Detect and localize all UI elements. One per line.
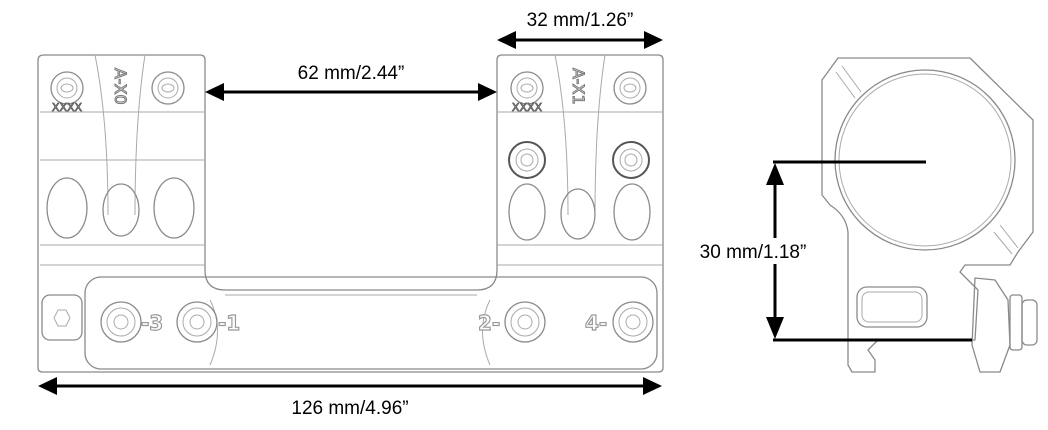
overall-length-label: 126 mm/4.96” xyxy=(291,398,408,419)
center-height-label: 30 mm/1.18” xyxy=(700,242,807,263)
ring-spacing-label: 62 mm/2.44” xyxy=(298,63,405,84)
front-ring-model: A-X0 xyxy=(111,68,130,105)
front-ring-code: XXXX xyxy=(52,101,83,114)
rear-ring-block: XXXX A-X1 xyxy=(497,54,663,266)
scope-tube-bore xyxy=(834,69,1016,251)
side-slot xyxy=(856,286,928,328)
torx-screw-icon xyxy=(100,301,142,343)
clamp-mark-1: -1 xyxy=(218,311,240,335)
clamp-plate: -3 -1 2- 4- xyxy=(41,276,658,370)
front-view: XXXX A-X0 XXXX A-X1 -3 xyxy=(37,54,664,373)
dimension-ring-width: 32 mm/1.26” xyxy=(497,10,663,49)
dimension-center-height: 30 mm/1.18” xyxy=(678,160,972,342)
side-outline xyxy=(821,57,1034,373)
dimension-ring-spacing: 62 mm/2.44” xyxy=(205,63,497,101)
rear-ring-code: XXXX xyxy=(512,101,543,114)
crossbolt-knob xyxy=(971,277,1038,373)
clamp-mark-2: 2- xyxy=(478,311,500,335)
dimension-overall-length: 126 mm/4.96” xyxy=(38,377,662,419)
torx-screw-icon xyxy=(612,301,654,343)
clamp-mark-3: -3 xyxy=(141,311,163,335)
side-view xyxy=(821,57,1038,373)
rear-ring-model: A-X1 xyxy=(569,68,588,105)
hex-screw-icon xyxy=(53,309,71,327)
torx-screw-icon xyxy=(176,301,218,343)
front-ring-block: XXXX A-X0 xyxy=(40,54,205,266)
torx-screw-icon xyxy=(504,301,546,343)
ring-width-label: 32 mm/1.26” xyxy=(527,10,634,31)
clamp-mark-4: 4- xyxy=(585,311,607,335)
